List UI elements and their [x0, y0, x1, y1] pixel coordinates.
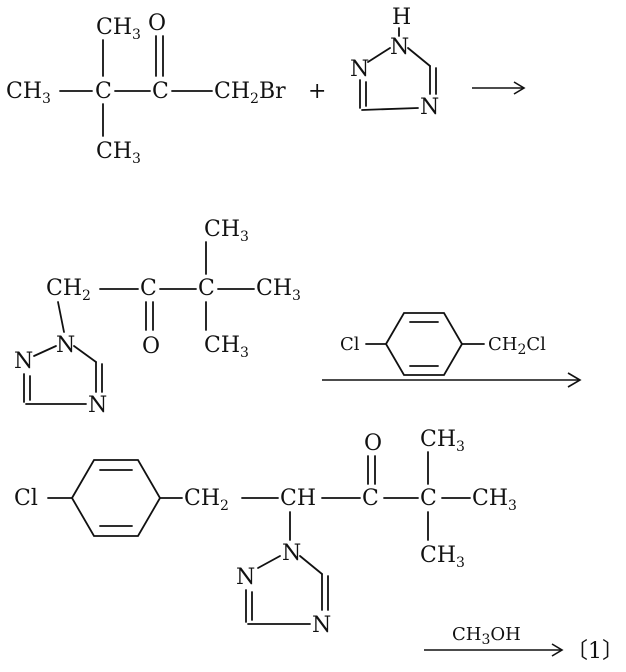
carbonyl-carbon-label: C	[140, 276, 157, 301]
bond-c3-n4	[361, 107, 419, 111]
intermediate-chlorobenzyl-ketone: Cl CH2 CH C O C CH3 CH3 CH3 N N N	[14, 427, 517, 638]
reagent-chlorobenzyl-chloride: Cl CH2Cl	[340, 312, 546, 376]
triazole-n4-label: N	[312, 613, 331, 638]
triazole-n1-label: N	[282, 541, 301, 566]
triazole-n1-label: N	[390, 35, 409, 60]
bond-n1-n2	[33, 345, 57, 357]
bond-n1-c5	[407, 47, 431, 67]
triazole-n4-label: N	[88, 393, 107, 418]
ch3-bottom-label: CH3	[420, 543, 465, 571]
cl-label: Cl	[14, 486, 38, 511]
triazole-n4-label: N	[420, 95, 439, 120]
oxygen-label: O	[364, 431, 382, 456]
triazole-n2-label: N	[14, 349, 33, 374]
reagent-ch2cl-label: CH2Cl	[488, 334, 546, 358]
reagent-cl-label: Cl	[340, 334, 360, 355]
oxygen-label: O	[142, 334, 160, 359]
bond-ch2-n	[57, 301, 65, 333]
ch3-right-label: CH3	[256, 276, 301, 304]
carbonyl-carbon-label: C	[152, 79, 169, 104]
benzene-ring	[70, 459, 162, 537]
plus-sign: +	[308, 79, 326, 104]
bond-n1-n2	[257, 555, 281, 569]
ch3-top-label: CH3	[96, 15, 141, 43]
reaction-arrow-1	[472, 81, 526, 95]
ch3-bottom-label: CH3	[96, 139, 141, 167]
ch3-top-label: CH3	[420, 427, 465, 455]
carbonyl-carbon-label: C	[362, 486, 379, 511]
triazole-n2-label: N	[350, 57, 369, 82]
ch3-top-label: CH3	[204, 217, 249, 245]
oxygen-label: O	[148, 11, 166, 36]
quaternary-carbon-label: C	[95, 79, 112, 104]
quaternary-carbon-label: C	[420, 486, 437, 511]
intermediate-triazolyl-ketone: CH2 C O C CH3 CH3 CH3 N N N	[14, 217, 301, 418]
methanol-reagent-label: CH3OH	[452, 624, 521, 648]
product-label: 〔1〕	[566, 639, 624, 664]
ch2-label: CH2	[46, 276, 91, 304]
bond-n1-c5	[73, 345, 97, 363]
ch2br-label: CH2Br	[214, 79, 286, 107]
ch3-bottom-label: CH3	[204, 333, 249, 361]
triazole-n2-label: N	[236, 565, 255, 590]
triazole-n1-label: N	[56, 333, 75, 358]
bond-n1-n2	[367, 47, 391, 63]
reactant-triazole: H N N N	[350, 5, 439, 120]
bond-n1-c5	[299, 555, 323, 575]
triazole-h-label: H	[392, 5, 411, 30]
reactant-bromoketone: CH3 O CH3 C C CH2Br + CH3	[6, 11, 326, 167]
ch-label: CH	[280, 486, 316, 511]
ch2-label: CH2	[184, 486, 229, 514]
final-step: CH3OH 〔1〕	[424, 624, 624, 664]
quaternary-carbon-label: C	[198, 276, 215, 301]
ch3-right-label: CH3	[472, 486, 517, 514]
reaction-arrow-2	[322, 372, 582, 388]
ch3-left-label: CH3	[6, 79, 51, 107]
